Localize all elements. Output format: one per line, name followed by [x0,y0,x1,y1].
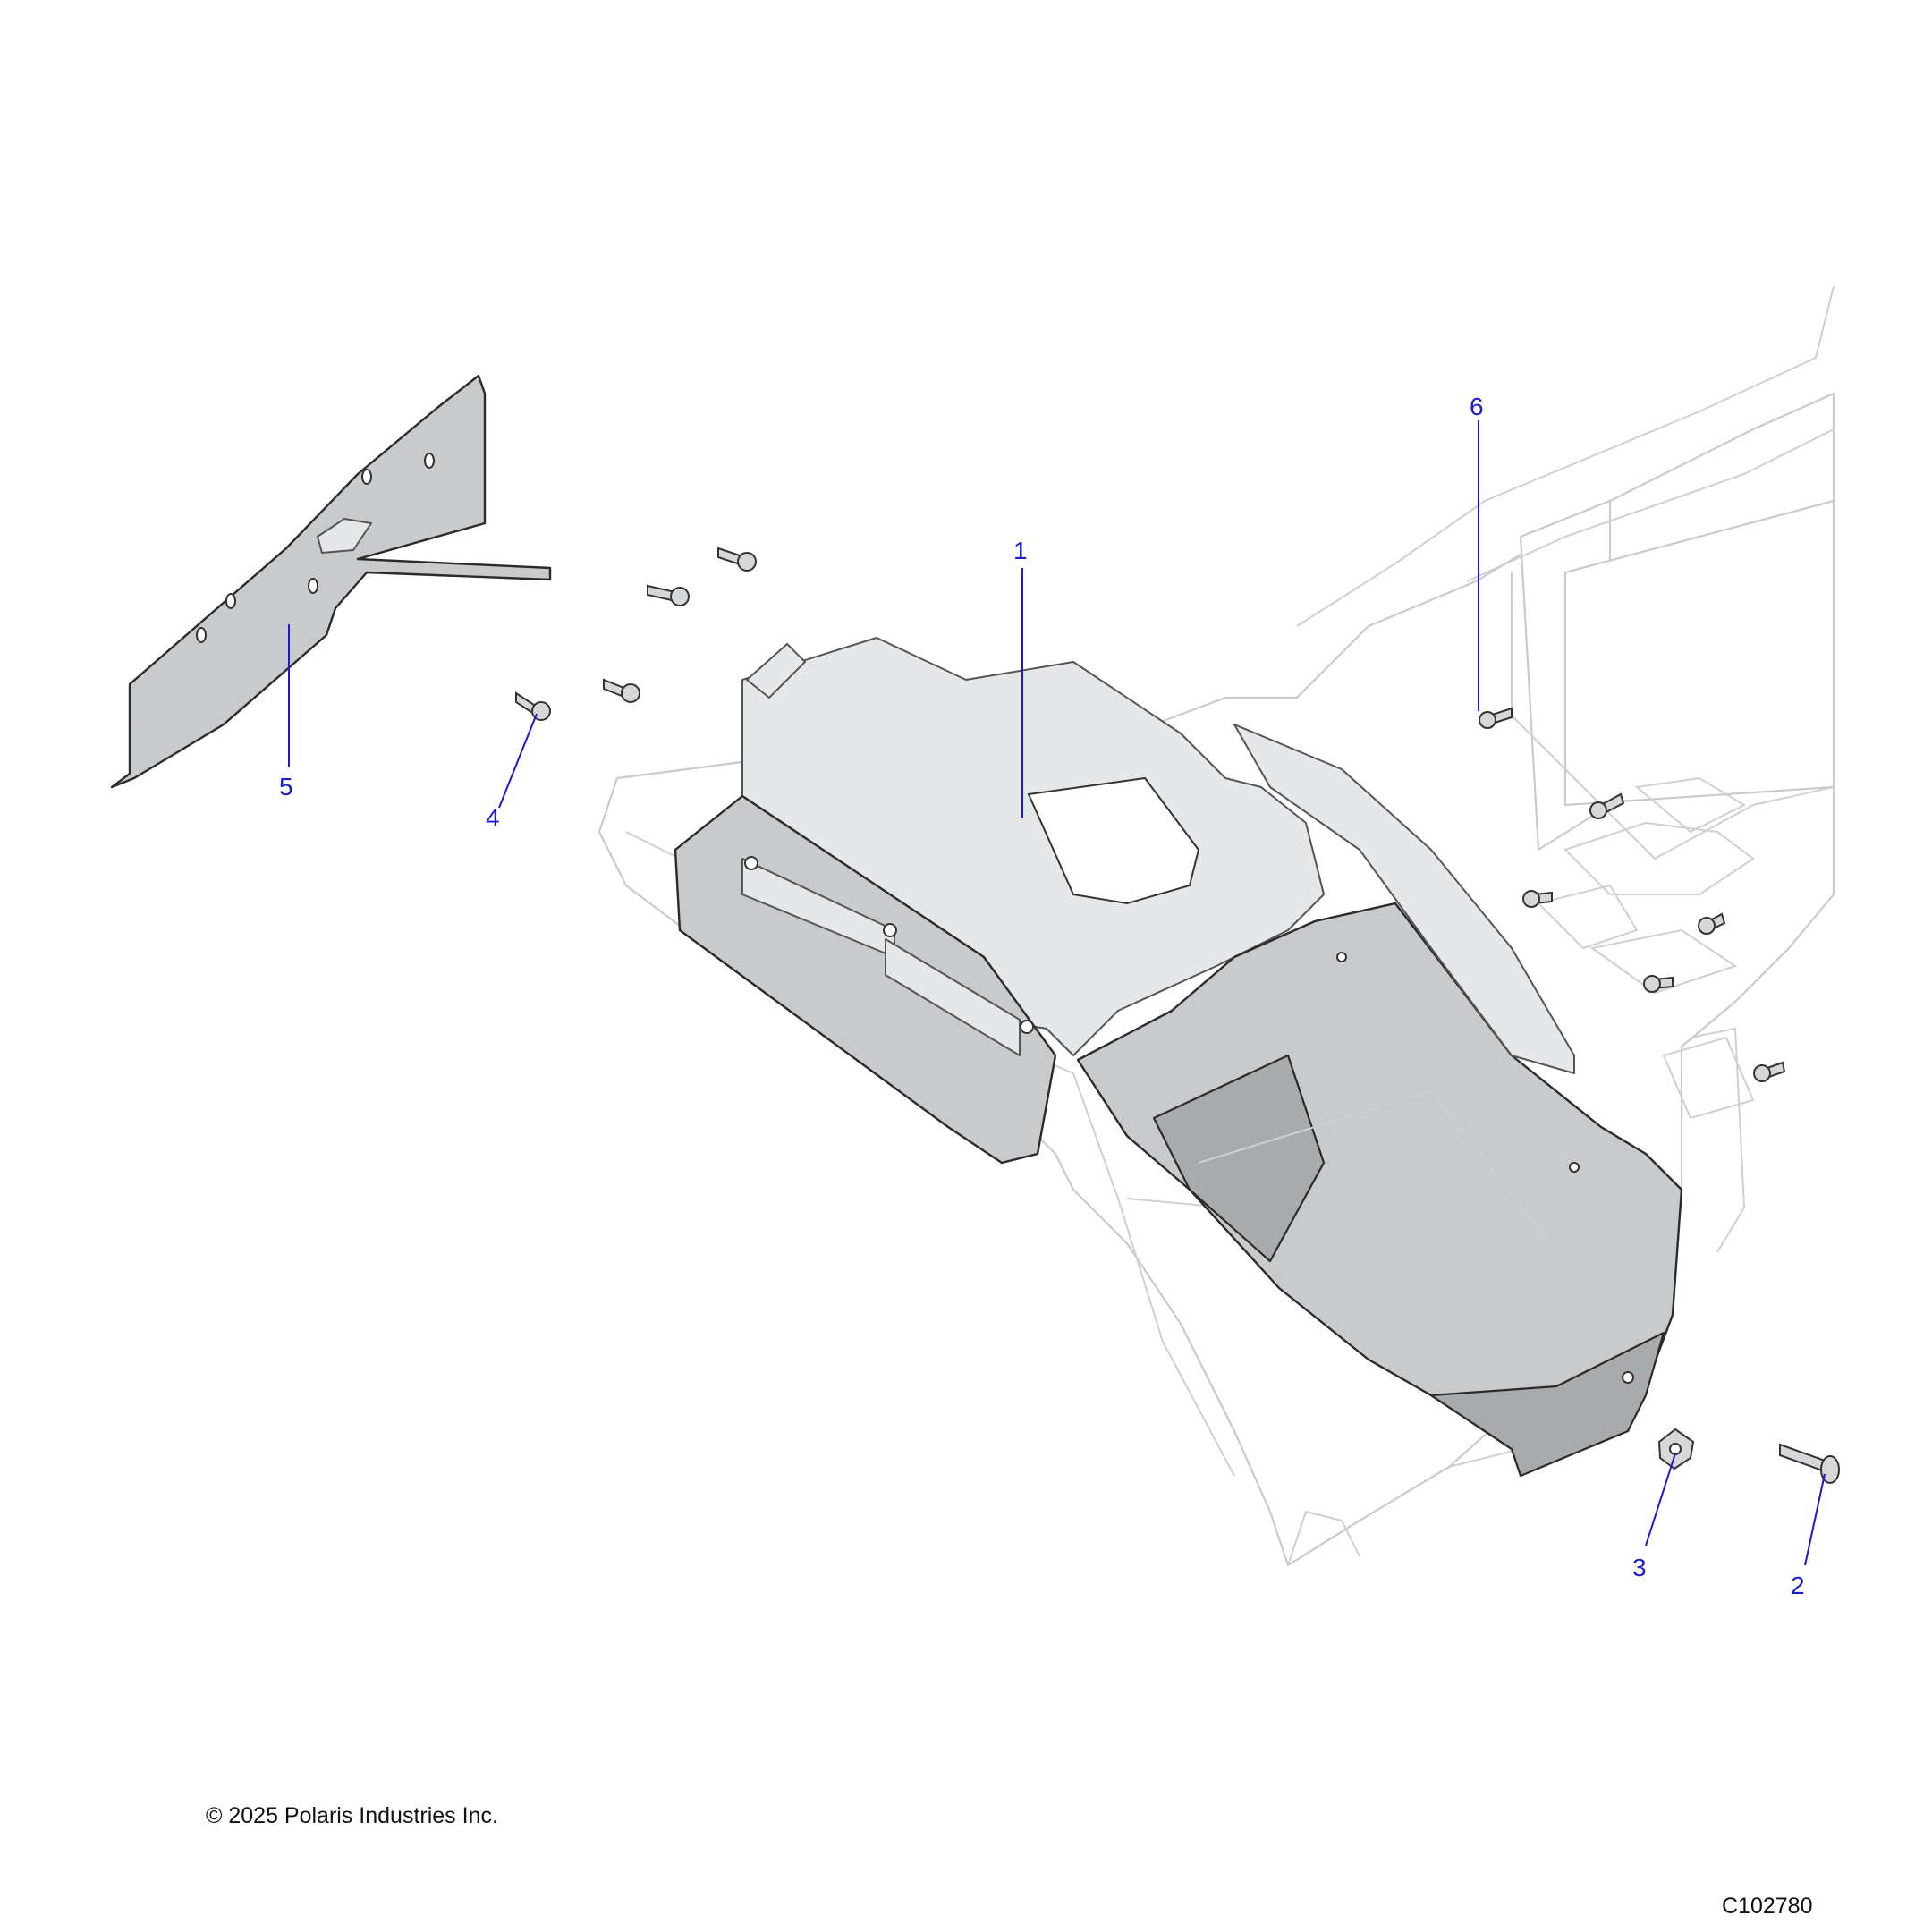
copyright-text: © 2025 Polaris Industries Inc. [206,1803,498,1828]
screw-4b [717,547,757,572]
leader-line-2 [1804,1473,1826,1566]
screw-4c [603,678,640,703]
figure-id: C102780 [1722,1894,1813,1919]
callout-2[interactable]: 2 [1791,1572,1805,1599]
part-1-heat-shield [674,637,1683,1478]
callout-3[interactable]: 3 [1632,1554,1647,1581]
screw-6a [1479,707,1513,729]
part-4-screws [515,547,757,721]
part-2-bolt [1779,1443,1840,1484]
leader-line-3 [1645,1453,1676,1546]
screw-6c [1522,890,1553,908]
screw-6b [1589,792,1625,819]
part-3-clip-nut [1657,1428,1695,1470]
leader-line-4 [498,713,538,809]
callout-6[interactable]: 6 [1470,393,1484,420]
callout-5[interactable]: 5 [279,773,293,801]
callout-4[interactable]: 4 [486,804,500,832]
screw-6f [1753,1061,1786,1082]
screw-4d [515,691,551,721]
screw-4a [647,584,690,606]
screw-6e [1643,975,1674,993]
screw-6d [1698,912,1726,935]
callout-1[interactable]: 1 [1013,537,1028,564]
part-6-screws [1479,707,1786,1082]
part-5-shield-bracket [110,374,552,789]
